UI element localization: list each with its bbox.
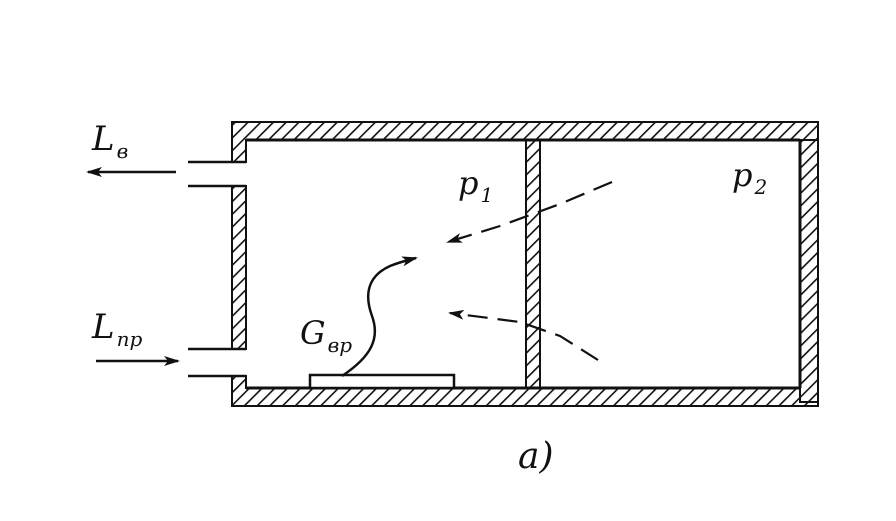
emission-wavy-arrow: [341, 256, 418, 378]
bottom-wall: [231, 375, 819, 407]
infiltration-arrow-lower: [448, 309, 599, 361]
enclosure-walls: [231, 121, 819, 407]
figure-caption: a): [518, 436, 554, 477]
left-wall-middle: [231, 185, 247, 350]
emission-source-plate: [308, 373, 456, 390]
partition-wall: [525, 139, 541, 389]
right-wall: [799, 139, 819, 403]
duct-lines: [188, 160, 246, 378]
